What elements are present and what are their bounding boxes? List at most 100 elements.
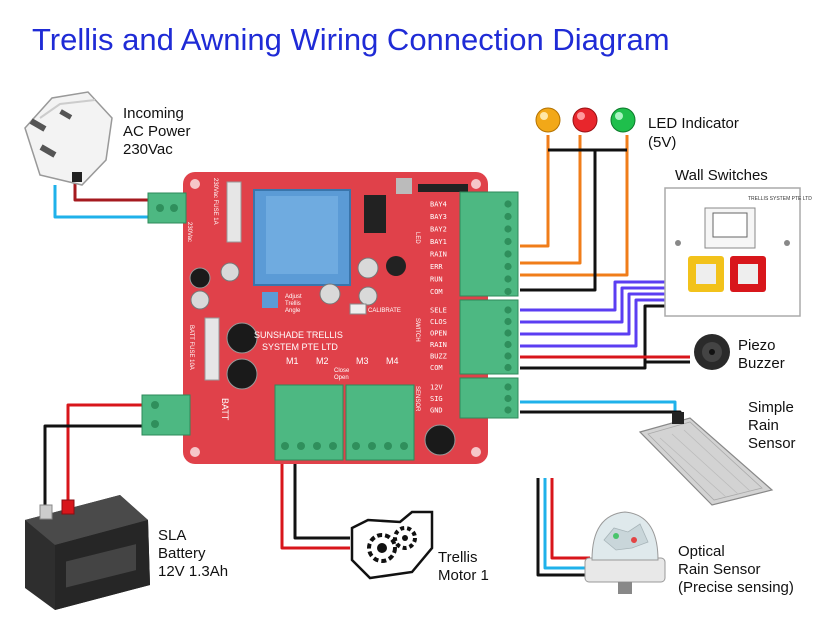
batt-board-label: BATT: [220, 398, 230, 421]
wire-led-common: [520, 148, 627, 292]
terminal-screw: [504, 363, 512, 372]
block-led-label: LED: [414, 232, 420, 244]
pin-label-run: RUN: [430, 276, 443, 284]
wire-switch-1: [520, 280, 695, 312]
pin-label-bay2: BAY2: [430, 226, 447, 234]
label-optical-1: Optical: [678, 543, 725, 560]
led-red-icon: [572, 107, 598, 133]
wire-ac-neutral: [53, 185, 155, 219]
terminal-screw: [504, 262, 512, 271]
block-switch-label: SWITCH: [414, 318, 420, 342]
simple-rain-sensor: [638, 412, 774, 506]
wire-ac-live: [73, 180, 155, 202]
terminal-screw: [504, 275, 512, 283]
optical-rain-sensor: [584, 511, 666, 594]
pin-label-buzz: BUZZ: [430, 353, 447, 361]
terminal-screw: [504, 225, 512, 233]
label-battery-2: Battery: [158, 545, 206, 562]
label-led-1: LED Indicator: [648, 115, 739, 132]
fuse-ac-label: 230Vac FUSE 1A: [212, 178, 218, 225]
motor-label-m2: M2: [316, 356, 329, 366]
label-rain-sensor-2: Rain: [748, 417, 779, 434]
wire-motor-red: [280, 460, 350, 550]
terminal-screw: [504, 287, 512, 296]
wire-optical-blue: [543, 478, 590, 570]
terminal-screw: [504, 237, 512, 246]
terminal-screw: [504, 383, 512, 391]
label-motor-1: Trellis: [438, 549, 477, 566]
terminal-screw: [504, 200, 512, 208]
label-motor-2: Motor 1: [438, 567, 489, 584]
motor-label-m1: M1: [286, 356, 299, 366]
close-label: Close: [334, 368, 350, 374]
label-battery-3: 12V 1.3Ah: [158, 563, 228, 580]
pin-label-err: ERR: [430, 263, 443, 271]
sla-battery: [25, 495, 150, 610]
terminal-screw: [504, 394, 512, 403]
piezo-buzzer: [694, 334, 730, 370]
terminal-screw: [504, 329, 512, 337]
board-name-2: SYSTEM PTE LTD: [262, 342, 338, 352]
battery-terminal: [141, 394, 191, 436]
pin-label-clos: CLOS: [430, 318, 447, 326]
ac-terminal: [147, 192, 187, 224]
terminal-screw: [504, 317, 512, 326]
label-ac-power-3: 230Vac: [123, 141, 173, 158]
pin-label-bay1: BAY1: [430, 238, 447, 246]
pin-label-sig: SIG: [430, 395, 443, 403]
pin-label-open: OPEN: [430, 330, 447, 338]
pin-label-bay4: BAY4: [430, 201, 447, 209]
pin-label-rain: RAIN: [430, 341, 447, 349]
low-pin-labels: 12V SIG GND: [430, 383, 512, 415]
switch-plate-text: TRELLIS SYSTEM PTE LTD: [748, 196, 812, 202]
adjust-label-2: Trellis: [285, 301, 301, 307]
block-sensor-label: SENSOR: [414, 386, 420, 412]
calibrate-label: CALIBRATE: [368, 308, 401, 314]
label-ac-power-1: Incoming: [123, 105, 184, 122]
wire-led-yellow: [520, 135, 550, 248]
wire-switch-2: [520, 286, 695, 324]
ac-plug: [24, 91, 113, 186]
label-wall-switches: Wall Switches: [675, 167, 768, 184]
wall-switch-plate: TRELLIS SYSTEM PTE LTD: [664, 187, 812, 317]
pin-label-com: COM: [430, 364, 443, 372]
label-optical-3: (Precise sensing): [678, 579, 794, 596]
pin-label-com: COM: [430, 288, 443, 296]
wire-optical-red: [550, 478, 590, 560]
label-piezo-1: Piezo: [738, 337, 776, 354]
label-optical-2: Rain Sensor: [678, 561, 761, 578]
label-piezo-2: Buzzer: [738, 355, 785, 372]
wire-rain-black: [520, 410, 682, 420]
wire-batt-red: [66, 403, 150, 515]
terminal-screw: [504, 352, 512, 360]
terminal-screw: [504, 406, 512, 414]
wire-led-green: [520, 135, 629, 277]
ac-side-label: 230Vac: [186, 222, 192, 242]
pin-label-rain: RAIN: [430, 251, 447, 259]
fuse-batt-label: BATT FUSE 10A: [188, 325, 194, 370]
wire-batt-black: [43, 424, 150, 515]
terminal-screw: [504, 306, 512, 314]
wire-motor-black: [293, 460, 350, 540]
pin-label-bay3: BAY3: [430, 213, 447, 221]
led-yellow-icon: [535, 107, 561, 133]
wire-switch-3: [520, 292, 695, 336]
board-name-1: SUNSHADE TRELLIS: [254, 330, 343, 340]
pin-label-12v: 12V: [430, 384, 443, 392]
adjust-label-1: Adjust: [285, 294, 302, 300]
label-ac-power-2: AC Power: [123, 123, 191, 140]
label-rain-sensor-1: Simple: [748, 399, 794, 416]
adjust-label-3: Angle: [285, 308, 301, 314]
label-led-2: (5V): [648, 134, 676, 151]
label-rain-sensor-3: Sensor: [748, 435, 796, 452]
diagram-title: Trellis and Awning Wiring Connection Dia…: [32, 22, 670, 57]
pin-label-gnd: GND: [430, 407, 443, 415]
led-green-icon: [610, 107, 636, 133]
gear-icon: [350, 510, 434, 580]
terminal-screw: [504, 212, 512, 221]
wire-optical-black: [536, 478, 590, 577]
led-indicators: [535, 107, 636, 133]
